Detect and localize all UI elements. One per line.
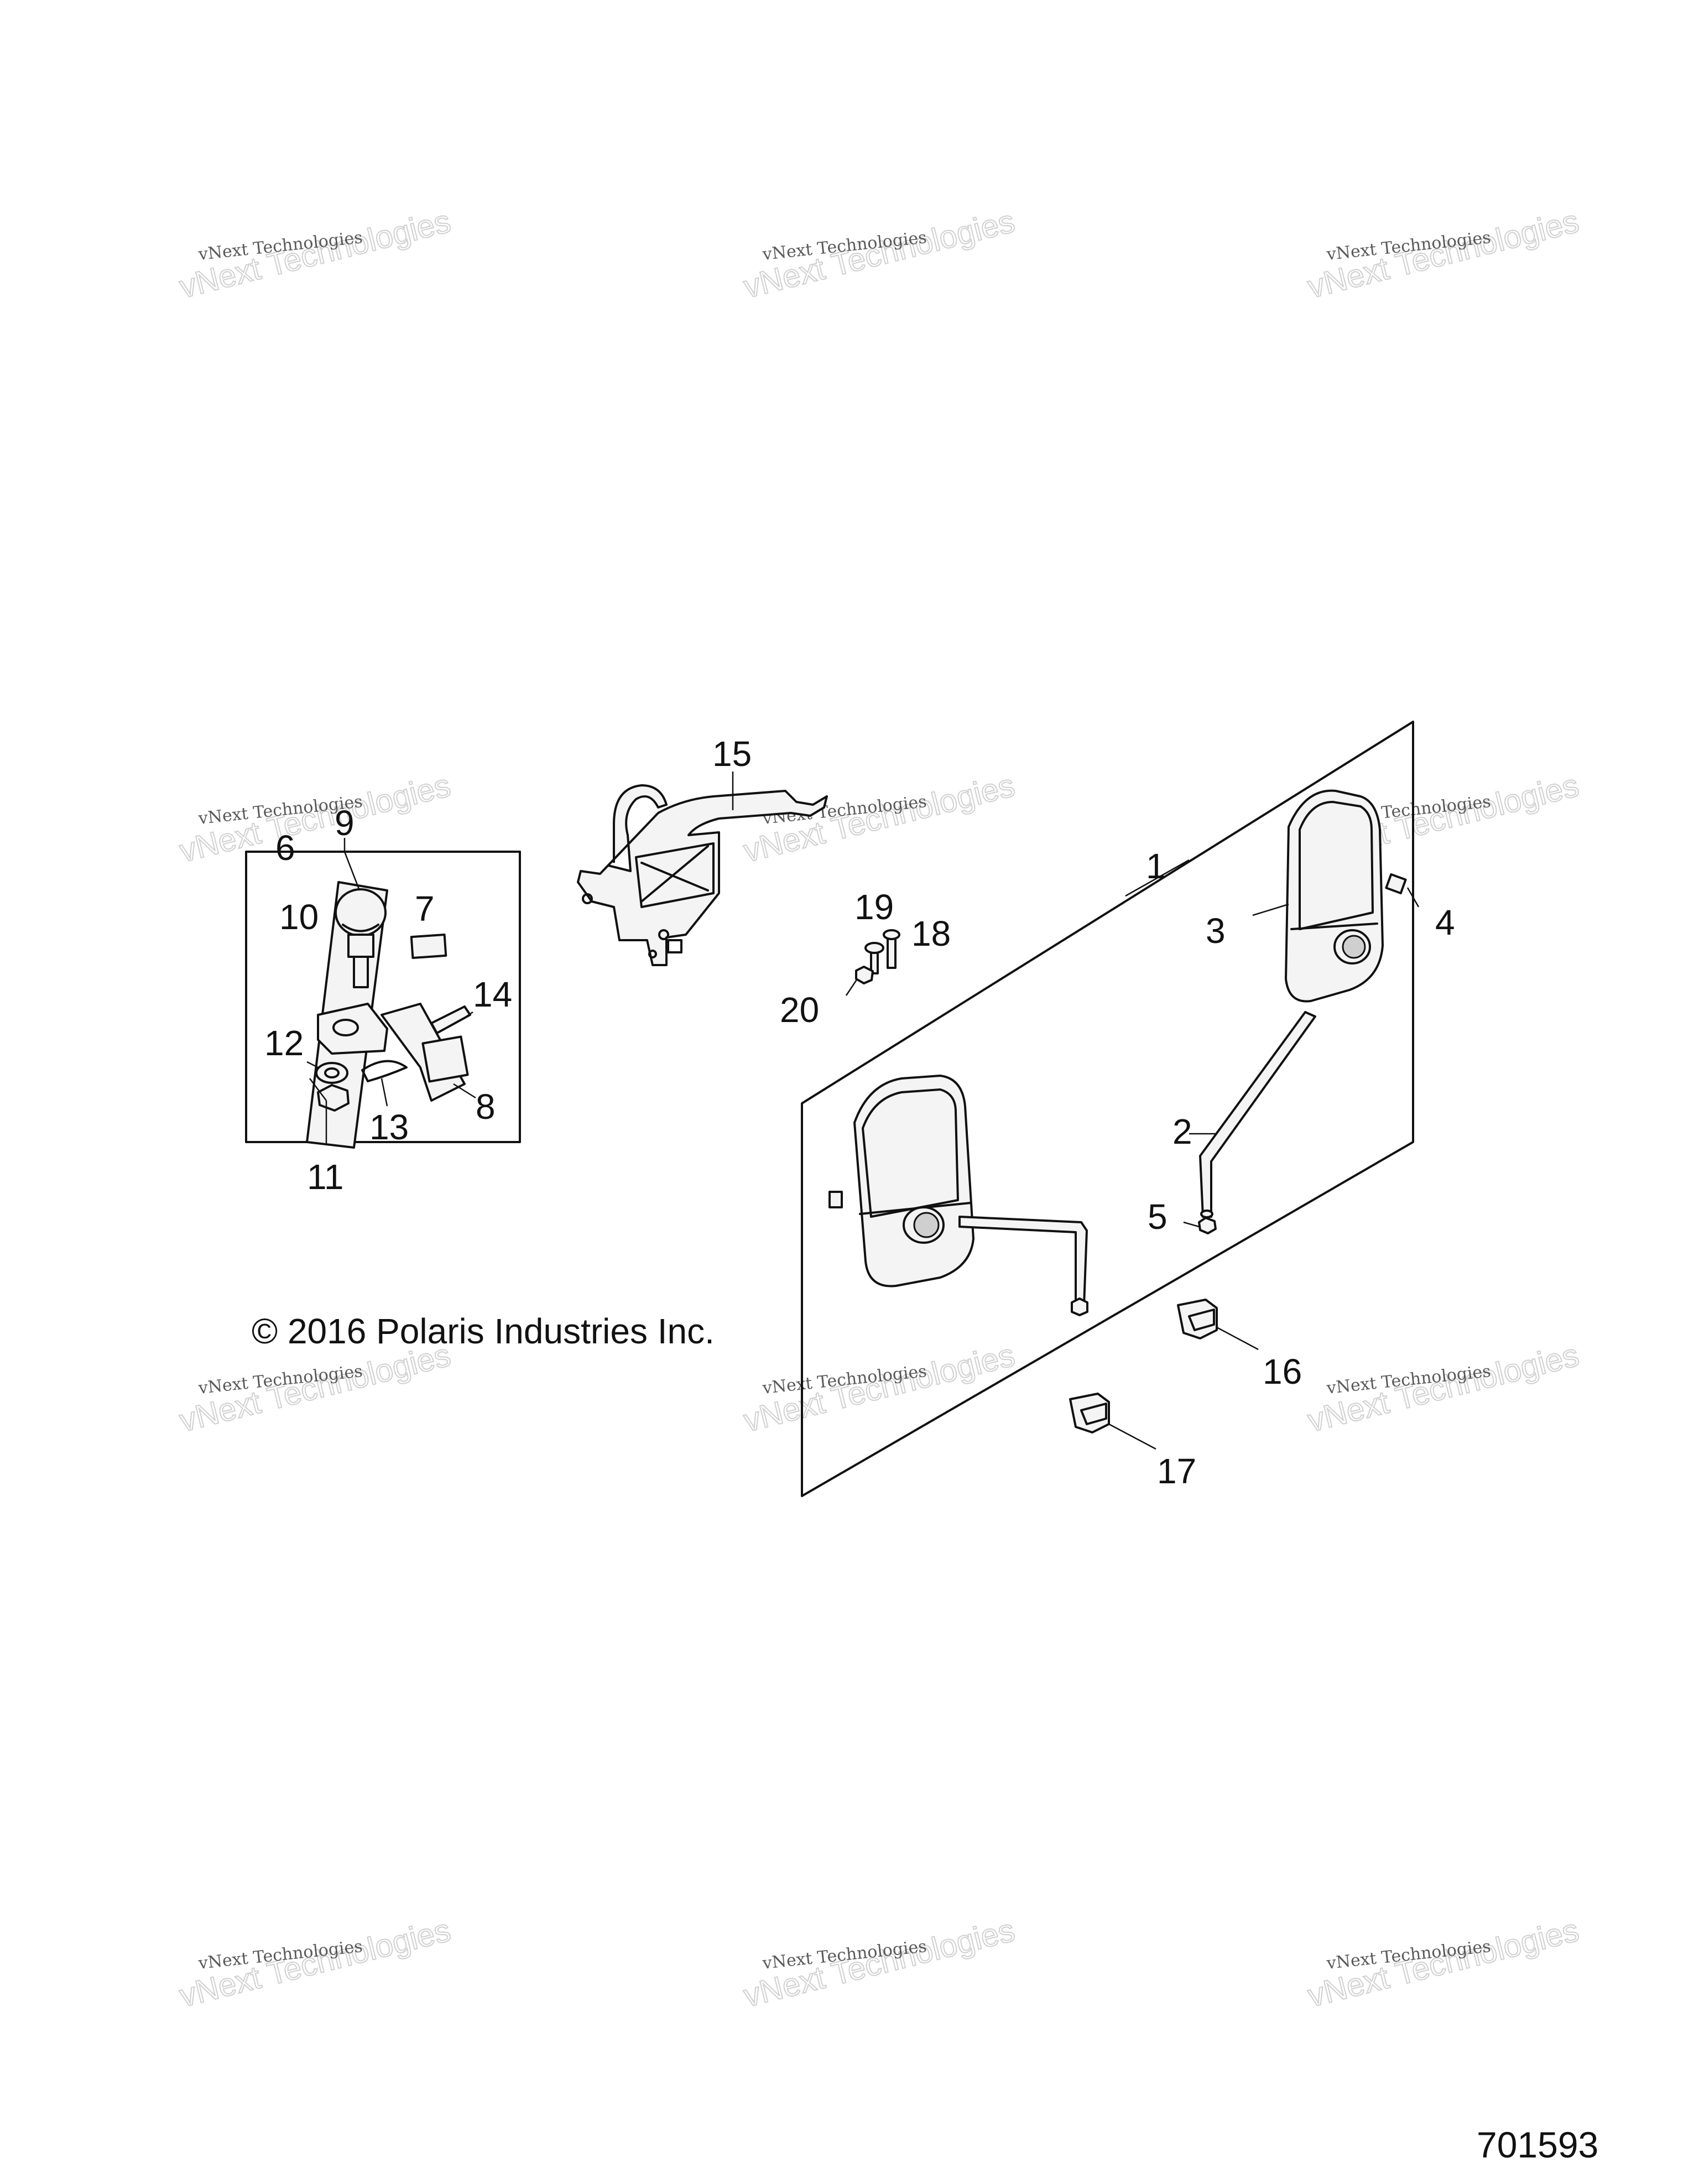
mounting-bracket-15: [577, 772, 828, 966]
receiver-block: [317, 1003, 388, 1055]
callout-18: 18: [911, 914, 951, 953]
hitch-clip: [361, 1060, 408, 1082]
decal: [410, 933, 447, 960]
mirror-kit-panel: [801, 721, 1414, 1497]
callout-4: 4: [1435, 903, 1455, 942]
mirror-nut-5: [1198, 1217, 1217, 1234]
callout-3: 3: [1206, 911, 1226, 951]
hitch-kit-assembly: [245, 838, 521, 1149]
callout-20: 20: [780, 990, 819, 1030]
mirror-knob: [1385, 873, 1407, 895]
mirror-arm-right: [1199, 1011, 1316, 1218]
callout-6: 6: [275, 828, 295, 868]
watermark: vNext Technologies vNext Technologies: [739, 1911, 1019, 2014]
callout-labels: 1 2 3 4 5 6 7 8 9 10 11 12 13 14 15 16 1…: [264, 734, 1455, 1491]
hardware-screws: [845, 929, 900, 996]
clamp-16: [1177, 1299, 1218, 1339]
nut-20: [855, 966, 874, 984]
copyright-notice: © 2016 Polaris Industries Inc.: [252, 1311, 715, 1351]
callout-16: 16: [1263, 1352, 1302, 1391]
callout-12: 12: [264, 1023, 304, 1063]
lock-washer: [315, 1062, 348, 1084]
callout-11: 11: [307, 1157, 343, 1197]
hitch-ball: [335, 888, 387, 937]
hitch-pin: [430, 1005, 471, 1034]
watermark: vNext Technologies vNext Technologies: [1304, 1336, 1583, 1439]
hitch-kit-box: [245, 851, 521, 1143]
mirror-arm-left: [958, 1216, 1088, 1316]
callout-9: 9: [335, 803, 355, 843]
mirror-right: [1285, 789, 1407, 1003]
watermark: vNext Technologies vNext Technologies: [175, 1336, 455, 1439]
watermark: vNext Technologies vNext Technologies: [175, 767, 455, 869]
watermark: vNext Technologies vNext Technologies: [739, 767, 1019, 869]
watermark: vNext Technologies vNext Technologies: [739, 202, 1019, 305]
watermark: vNext Technologies vNext Technologies: [1304, 1911, 1583, 2014]
figure-number: 701593: [1477, 2124, 1599, 2165]
watermark: vNext Technologies vNext Technologies: [739, 1336, 1019, 1439]
callout-2: 2: [1172, 1112, 1192, 1151]
callout-5: 5: [1148, 1197, 1168, 1237]
hitch-ball-shank: [347, 934, 374, 958]
callout-10: 10: [279, 897, 319, 937]
callout-15: 15: [712, 734, 752, 774]
callout-7: 7: [415, 889, 435, 929]
clamp-17: [1069, 1393, 1110, 1434]
mirror-kit-assembly: [801, 721, 1420, 1497]
callout-19: 19: [854, 887, 894, 927]
watermark: vNext Technologies vNext Technologies: [175, 202, 455, 305]
hitch-nut: [317, 1084, 350, 1112]
bracket-outline: [577, 784, 828, 966]
callout-8: 8: [476, 1087, 496, 1127]
watermark: vNext Technologies vNext Technologies: [1304, 202, 1583, 305]
mirror-left: [828, 1075, 974, 1288]
callout-1: 1: [1146, 846, 1166, 886]
callout-17: 17: [1157, 1451, 1196, 1491]
watermark: vNext Technologies vNext Technologies: [175, 1911, 455, 2014]
callout-14: 14: [473, 974, 512, 1014]
callout-13: 13: [369, 1107, 409, 1147]
